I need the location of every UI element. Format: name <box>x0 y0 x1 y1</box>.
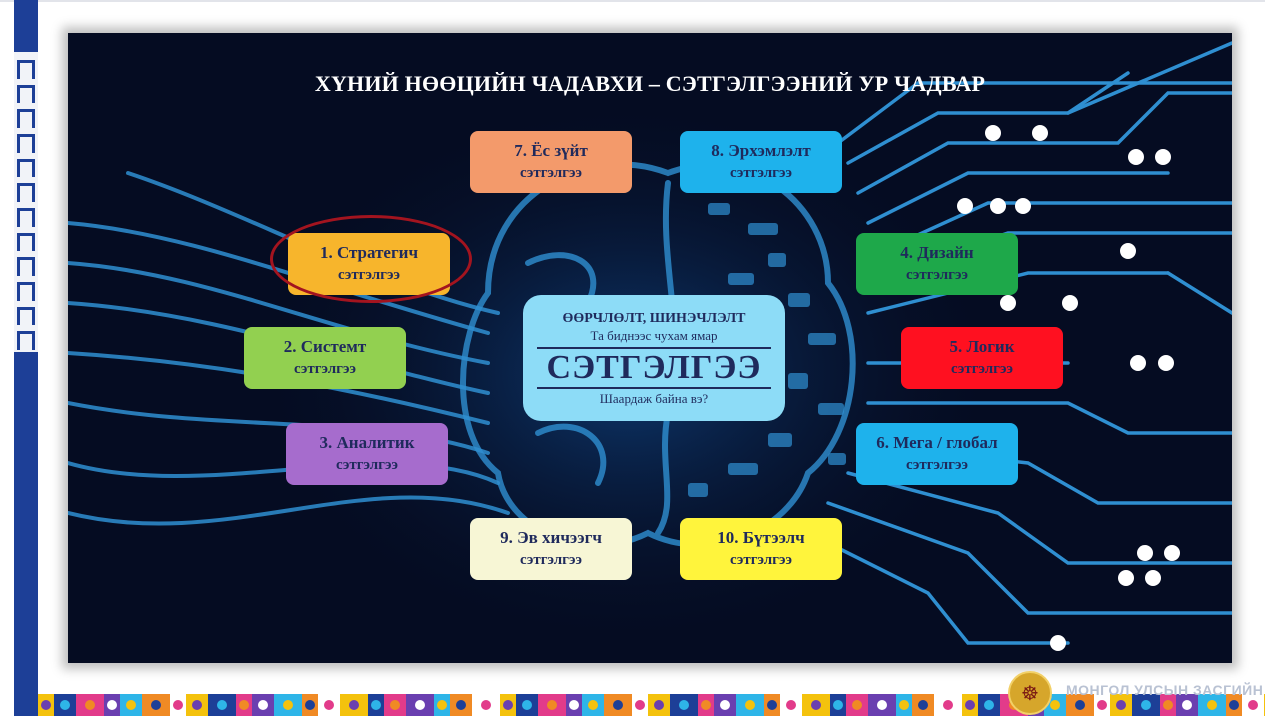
box-cooperative: 9. Эв хичээгч сэтгэлгээ <box>470 518 632 580</box>
highlight-ring <box>270 215 472 303</box>
ornament-pattern <box>17 60 35 351</box>
center-heading: ӨӨРЧЛӨЛТ, ШИНЭЧЛЭЛТ <box>562 311 746 326</box>
box-global-sub: сэтгэлгээ <box>906 457 968 473</box>
box-cooperative-sub: сэтгэлгээ <box>520 552 582 568</box>
box-systemic: 2. Системт сэтгэлгээ <box>244 327 406 389</box>
center-question-start: Та биднээс чухам ямар <box>590 328 718 343</box>
box-global: 6. Мега / глобал сэтгэлгээ <box>856 423 1018 485</box>
bottom-ornament-strip <box>38 694 1265 716</box>
organization-name: МОНГОЛ УЛСЫН ЗАСГИЙН ГАЗАР <box>1066 682 1265 698</box>
box-global-title: 6. Мега / глобал <box>876 433 998 452</box>
center-question-end: Шаардаж байна вэ? <box>599 391 709 406</box>
box-cooperative-title: 9. Эв хичээгч <box>500 528 602 547</box>
box-values-sub: сэтгэлгээ <box>730 165 792 181</box>
box-systemic-sub: сэтгэлгээ <box>294 361 356 377</box>
state-emblem-icon: ☸ <box>1008 671 1052 715</box>
box-design-sub: сэтгэлгээ <box>906 267 968 283</box>
box-ethical-title: 7. Ёс зүйт <box>514 141 588 160</box>
box-analytic: 3. Аналитик сэтгэлгээ <box>286 423 448 485</box>
box-logic-sub: сэтгэлгээ <box>951 361 1013 377</box>
box-systemic-title: 2. Системт <box>283 337 367 356</box>
box-values: 8. Эрхэмлэлт сэтгэлгээ <box>680 131 842 193</box>
box-creative-title: 10. Бүтээлч <box>717 528 805 547</box>
center-callout: ӨӨРЧЛӨЛТ, ШИНЭЧЛЭЛТ Та биднээс чухам яма… <box>523 295 785 421</box>
box-logic: 5. Логик сэтгэлгээ <box>901 327 1063 389</box>
box-creative-sub: сэтгэлгээ <box>730 552 792 568</box>
center-keyword: СЭТГЭЛГЭЭ <box>537 347 771 389</box>
box-ethical: 7. Ёс зүйт сэтгэлгээ <box>470 131 632 193</box>
slide-title: ХҮНИЙ НӨӨЦИЙН ЧАДАВХИ – СЭТГЭЛГЭЭНИЙ УР … <box>314 71 986 96</box>
slide: ХҮНИЙ НӨӨЦИЙН ЧАДАВХИ – СЭТГЭЛГЭЭНИЙ УР … <box>68 33 1232 663</box>
box-design: 4. Дизайн сэтгэлгээ <box>856 233 1018 295</box>
box-analytic-sub: сэтгэлгээ <box>336 457 398 473</box>
box-values-title: 8. Эрхэмлэлт <box>711 141 811 160</box>
left-decor-bar <box>14 0 38 716</box>
box-logic-title: 5. Логик <box>949 337 1015 356</box>
box-design-title: 4. Дизайн <box>900 243 974 262</box>
top-border <box>0 0 1265 2</box>
box-analytic-title: 3. Аналитик <box>319 433 415 452</box>
box-creative: 10. Бүтээлч сэтгэлгээ <box>680 518 842 580</box>
box-ethical-sub: сэтгэлгээ <box>520 165 582 181</box>
